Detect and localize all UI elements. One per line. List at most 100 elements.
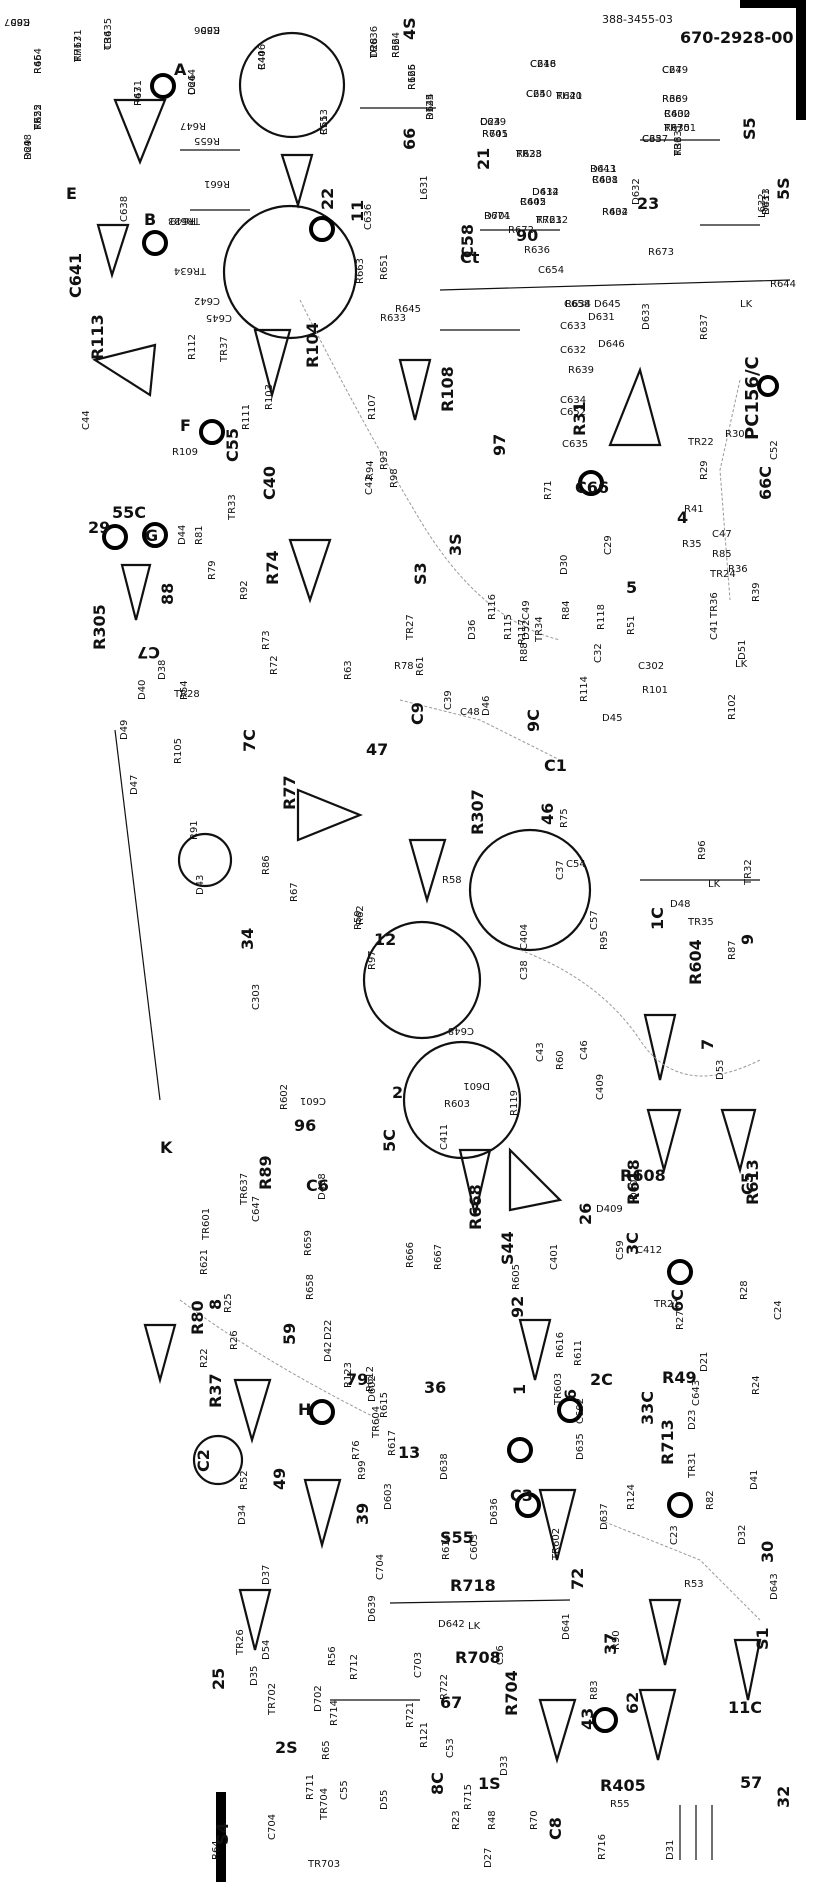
test-point-label-g: G <box>145 526 159 545</box>
large-label-95: C58 <box>458 223 477 258</box>
large-label-68: S55 <box>440 1528 474 1547</box>
component-label-56: R636 <box>524 245 551 256</box>
component-label-160: C46 <box>579 1040 590 1060</box>
component-label-181: D407 <box>629 1173 640 1200</box>
component-label-230: D639 <box>367 1595 378 1622</box>
large-label-35: 34 <box>238 927 257 950</box>
component-label-94: R79 <box>207 560 218 580</box>
component-label-156: D53 <box>715 1059 726 1080</box>
component-label-127: D51 <box>737 639 748 660</box>
component-label-286: R402 <box>664 109 691 120</box>
large-label-94: Ct <box>460 248 480 267</box>
component-label-64: C633 <box>560 321 587 332</box>
capacitor-c411 <box>362 920 482 1040</box>
component-label-143: R59 <box>353 910 364 930</box>
component-label-238: R714 <box>329 1699 340 1726</box>
component-label-268: R717 <box>73 35 84 62</box>
component-label-189: R26 <box>229 1330 240 1350</box>
component-label-103: R115 <box>503 613 514 640</box>
component-label-221: R82 <box>705 1490 716 1510</box>
component-label-60: D631 <box>588 312 615 323</box>
component-label-269: R46 <box>33 54 44 74</box>
component-label-254: TR704 <box>319 1787 330 1820</box>
component-label-211: C603 <box>469 1533 480 1560</box>
component-label-243: C56 <box>495 1645 506 1665</box>
component-label-87: R35 <box>682 539 702 550</box>
capacitor-c38 <box>177 832 233 888</box>
component-label-203: D21 <box>699 1351 710 1372</box>
component-label-196: R617 <box>387 1429 398 1456</box>
component-label-81: R30 <box>725 429 745 440</box>
component-label-17: C649 <box>662 65 689 76</box>
component-label-53: R645 <box>395 304 422 315</box>
large-label-19: 97 <box>490 433 509 456</box>
large-label-81: 43 <box>578 1707 597 1730</box>
large-label-73: R718 <box>450 1576 496 1595</box>
component-label-125: TR36 <box>709 592 720 618</box>
component-label-112: R54 <box>179 680 190 700</box>
large-label-7: R108 <box>438 366 457 412</box>
large-label-56: 79 <box>346 1370 369 1389</box>
component-label-195: TR604 <box>371 1405 382 1438</box>
component-label-136: R91 <box>189 820 200 840</box>
test-point-label-a: A <box>174 60 187 79</box>
component-label-144: R75 <box>559 808 570 828</box>
component-label-175: R658 <box>305 1273 316 1300</box>
large-label-27: R77 <box>280 775 299 810</box>
component-label-21: C630 <box>664 109 691 120</box>
large-label-62: C2 <box>194 1449 213 1472</box>
component-label-70: R112 <box>187 333 198 360</box>
component-label-153: C38 <box>519 960 530 980</box>
component-label-93: R81 <box>194 525 205 545</box>
component-label-263: R716 <box>597 1833 608 1860</box>
component-label-23: R635 <box>664 123 691 134</box>
large-label-64: 49 <box>270 1467 289 1490</box>
component-label-240: R722 <box>439 1673 450 1700</box>
component-label-255: R711 <box>305 1773 316 1800</box>
large-label-11: R305 <box>90 604 109 650</box>
doc-code-small: 388-3455-03 <box>602 13 673 26</box>
large-label-76: S1 <box>753 1627 772 1650</box>
component-label-207: R99 <box>357 1460 368 1480</box>
component-label-165: R603 <box>444 1099 471 1110</box>
component-label-122: D52 <box>521 619 532 640</box>
component-label-233: D54 <box>261 1639 272 1660</box>
large-label-0: 4S <box>400 17 419 40</box>
large-label-46: R608 <box>620 1166 666 1185</box>
component-label-28: R642 <box>520 197 547 208</box>
component-label-63: R637 <box>699 313 710 340</box>
component-label-204: R24 <box>751 1375 762 1395</box>
large-label-91: 21 <box>474 147 493 170</box>
component-label-132: D45 <box>602 713 623 724</box>
component-label-258: R715 <box>463 1783 474 1810</box>
large-label-53: R80 <box>188 1300 207 1335</box>
component-label-101: C49 <box>521 600 532 620</box>
large-label-49: R613 <box>743 1159 762 1205</box>
large-label-66: 13 <box>398 1443 421 1462</box>
large-label-37: 7 <box>698 1038 717 1050</box>
component-label-205: R22 <box>199 1348 210 1368</box>
component-label-163: C648 <box>447 1025 474 1036</box>
component-label-167: C601 <box>299 1095 326 1106</box>
component-label-111: TR28 <box>174 689 200 700</box>
component-label-142: C37 <box>555 860 566 880</box>
component-label-24: C637 <box>642 134 669 145</box>
component-label-297: R404 <box>602 207 629 218</box>
component-label-121: D46 <box>481 695 492 716</box>
component-label-250: R83 <box>589 1680 600 1700</box>
component-label-126: C41 <box>709 620 720 640</box>
board-edge-mark-top-right <box>796 0 806 120</box>
component-label-261: D27 <box>483 1847 494 1868</box>
component-label-259: R23 <box>451 1810 462 1830</box>
component-label-209: D603 <box>383 1483 394 1510</box>
component-label-290: TR23 <box>516 149 542 160</box>
component-label-256: C704 <box>267 1813 278 1840</box>
component-label-172: R621 <box>199 1248 210 1275</box>
component-label-62: D633 <box>641 303 652 330</box>
component-label-267: C34 <box>103 30 114 50</box>
component-label-44: L631 <box>419 175 430 200</box>
component-label-49: TR634 <box>173 265 206 276</box>
component-label-178: R605 <box>511 1263 522 1290</box>
component-label-19: R669 <box>662 94 689 105</box>
